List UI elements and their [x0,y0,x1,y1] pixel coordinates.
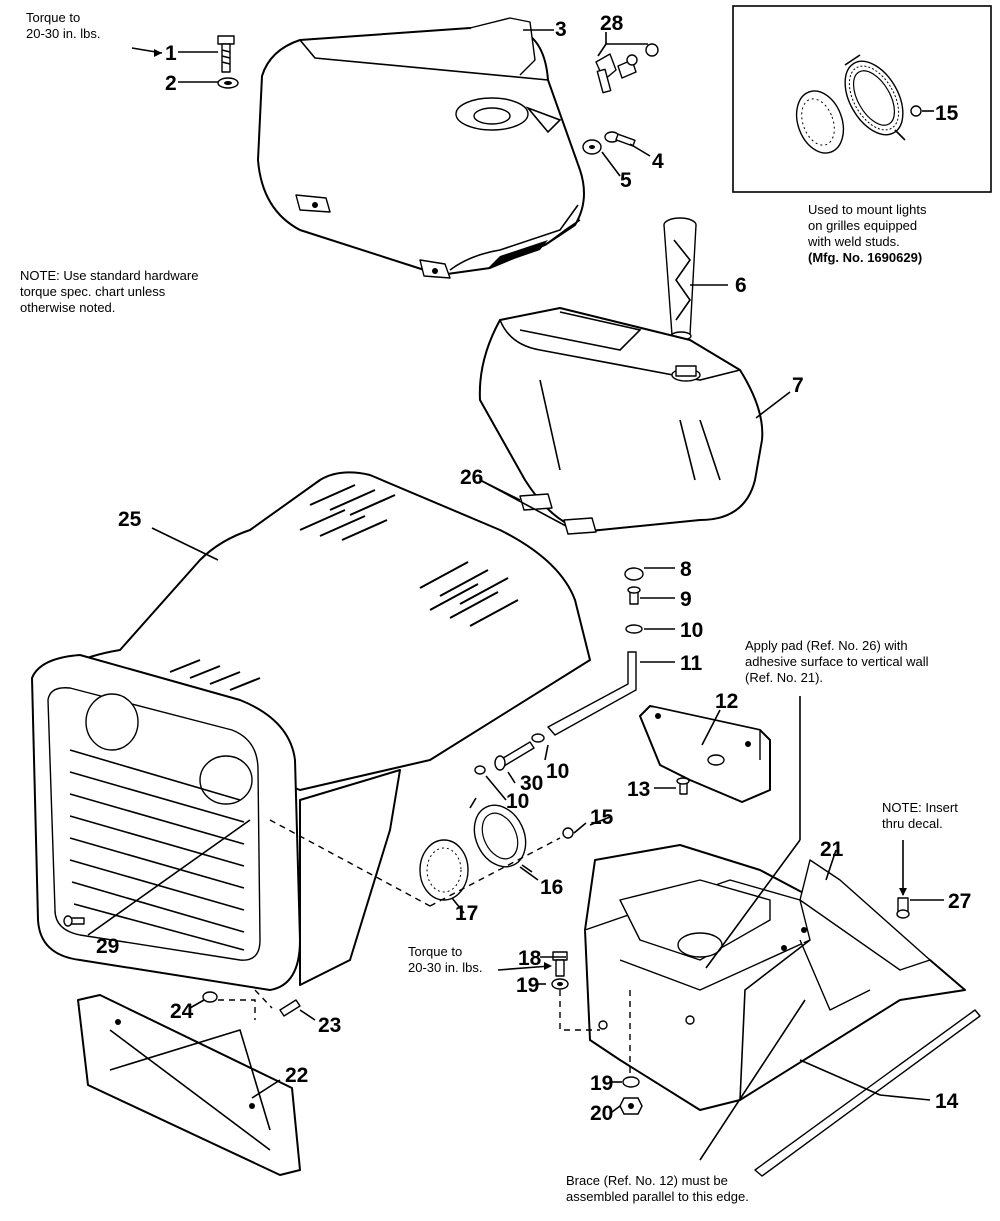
inset-box [732,5,992,193]
callout-23: 23 [318,1014,341,1037]
callout-10-a: 10 [680,619,703,642]
headlight-assembly [419,797,587,901]
callout-14: 14 [935,1090,959,1113]
callout-28: 28 [600,12,624,35]
callout-10-b: 10 [546,760,569,783]
callout-15: 15 [590,806,614,829]
washer-19 [551,978,569,990]
rivet-27 [896,897,910,919]
callout-10-c: 10 [506,790,529,813]
leader-lines [87,29,944,1161]
tank-shroud [257,17,585,279]
callout-1: 1 [165,42,177,65]
inset-caption: Used to mount lights on grilles equipped… [808,202,927,249]
insert-thru-decal-note: NOTE: Insert thru decal. [882,800,958,831]
screw-13 [676,777,690,795]
callout-26: 26 [460,466,483,489]
callout-numbers: 1 2 3 28 15 4 5 6 7 26 25 8 9 10 11 12 3… [96,12,971,1125]
frame-21 [584,844,966,1111]
callout-17: 17 [455,902,478,925]
callout-22: 22 [285,1064,308,1087]
callout-27: 27 [948,890,971,913]
brace-parallel-note: Brace (Ref. No. 12) must be assembled pa… [566,1173,749,1204]
washer-19-lower [622,1076,640,1088]
screw-23 [279,999,301,1017]
clip-28 [595,43,659,94]
callout-9: 9 [680,588,692,611]
nut-20 [619,1097,643,1115]
washer-2 [217,77,239,89]
screw-4 [604,131,636,147]
callout-24: 24 [170,1000,194,1023]
callout-12: 12 [715,690,738,713]
hood-25 [31,471,591,991]
callout-8: 8 [680,558,692,581]
callout-11: 11 [680,652,703,675]
callout-30: 30 [520,772,543,795]
callout-7: 7 [792,374,804,397]
pin-29 [63,915,85,927]
callout-18: 18 [518,947,542,970]
hardware-torque-note: NOTE: Use standard hardware torque spec.… [20,268,199,315]
callout-21: 21 [820,838,844,861]
callout-16: 16 [540,876,563,899]
callout-13: 13 [627,778,650,801]
callout-5: 5 [620,169,632,192]
callout-19-b: 19 [590,1072,613,1095]
callout-6: 6 [735,274,747,297]
bolt-1 [217,35,235,73]
bolt-18 [552,951,568,977]
bracket-12 [639,705,771,803]
pads-26 [479,479,597,535]
fuel-line-parts [547,567,644,736]
callout-19-a: 19 [516,974,539,997]
callout-29: 29 [96,935,119,958]
torque-note-top: Torque to 20-30 in. lbs. [26,10,101,41]
callout-4: 4 [652,150,664,173]
torque-note-bottom: Torque to 20-30 in. lbs. [408,944,483,975]
plate-22 [77,994,301,1176]
callout-3: 3 [555,18,567,41]
callout-15-inset: 15 [935,102,959,125]
strip-14 [754,1009,981,1177]
hose-fittings [474,733,545,775]
apply-pad-note: Apply pad (Ref. No. 26) with adhesive su… [745,638,929,685]
callout-20: 20 [590,1102,613,1125]
fuel-gauge-6 [663,217,697,341]
nut-24 [202,991,218,1003]
fuel-tank-7 [478,307,764,532]
inset-mfg-number: (Mfg. No. 1690629) [808,250,923,265]
washer-5 [582,139,602,155]
callout-2: 2 [165,72,177,95]
callout-25: 25 [118,508,142,531]
